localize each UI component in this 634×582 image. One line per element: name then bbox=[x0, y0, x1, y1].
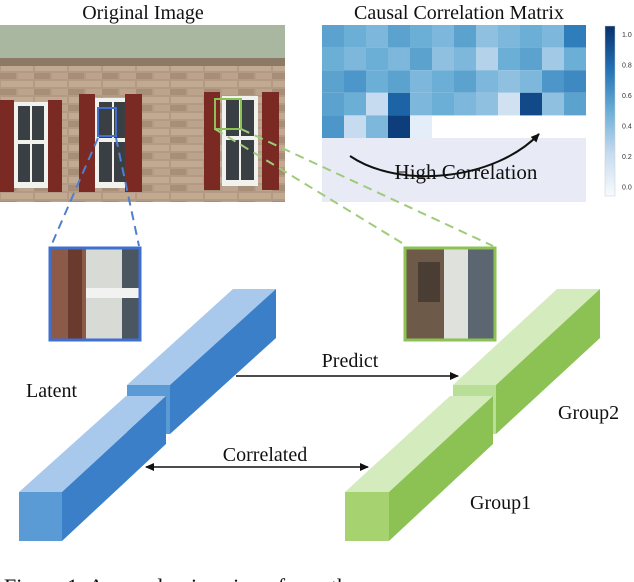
blue-patch bbox=[48, 246, 142, 342]
matrix-cell bbox=[432, 92, 454, 116]
matrix-cell bbox=[410, 25, 432, 48]
blue-dashed-left bbox=[50, 137, 99, 247]
matrix-cell bbox=[366, 47, 388, 71]
colorbar-tick-label: 1.0 bbox=[622, 32, 632, 39]
matrix-cell bbox=[344, 70, 366, 93]
matrix-cell bbox=[432, 70, 454, 93]
correlation-matrix bbox=[322, 25, 586, 138]
matrix-cell bbox=[498, 25, 520, 48]
original-image-title: Original Image bbox=[82, 2, 204, 24]
group2-label: Group2 bbox=[558, 402, 619, 424]
matrix-cell bbox=[388, 70, 410, 93]
matrix-cell bbox=[454, 70, 476, 93]
matrix-cell bbox=[344, 47, 366, 71]
green-bar-lower bbox=[345, 396, 493, 541]
matrix-cell bbox=[564, 47, 586, 71]
matrix-cell bbox=[498, 70, 520, 93]
matrix-cell bbox=[454, 25, 476, 48]
green-patch bbox=[403, 246, 497, 342]
colorbar-tick-label: 0.0 bbox=[622, 185, 632, 192]
high-correlation-arrow bbox=[349, 133, 540, 178]
matrix-cell bbox=[476, 70, 498, 93]
matrix-cell bbox=[410, 70, 432, 93]
matrix-cell bbox=[388, 25, 410, 48]
matrix-cell bbox=[388, 47, 410, 71]
matrix-cell bbox=[476, 47, 498, 71]
matrix-cell bbox=[366, 115, 388, 138]
matrix-cell bbox=[520, 47, 542, 71]
matrix-cell bbox=[366, 92, 388, 116]
colorbar-tick-label: 0.4 bbox=[622, 124, 632, 131]
correlated-label: Correlated bbox=[223, 444, 307, 466]
matrix-cell bbox=[564, 70, 586, 93]
matrix-cell bbox=[476, 25, 498, 48]
original-image bbox=[0, 25, 285, 202]
predict-label: Predict bbox=[322, 350, 379, 372]
matrix-cell bbox=[344, 92, 366, 116]
colorbar-tick-label: 0.2 bbox=[622, 154, 632, 161]
matrix-cell bbox=[410, 47, 432, 71]
green-dashed-right bbox=[240, 128, 494, 247]
matrix-cell bbox=[366, 70, 388, 93]
matrix-cell bbox=[388, 92, 410, 116]
matrix-cell bbox=[322, 92, 344, 116]
matrix-cell bbox=[520, 70, 542, 93]
matrix-cell bbox=[498, 92, 520, 116]
blue-bar-lower bbox=[19, 396, 166, 541]
figure-caption: Figure 1: A causal ... is ... in ... for… bbox=[4, 574, 358, 582]
matrix-cell bbox=[542, 47, 564, 71]
matrix-cell bbox=[476, 92, 498, 116]
matrix-cell bbox=[520, 25, 542, 48]
latent-label: Latent bbox=[26, 380, 78, 402]
matrix-cell bbox=[564, 92, 586, 116]
matrix-cell bbox=[322, 25, 344, 48]
matrix-cell bbox=[322, 47, 344, 71]
matrix-cell bbox=[344, 115, 366, 138]
green-dashed-left bbox=[214, 128, 408, 247]
matrix-cell bbox=[454, 92, 476, 116]
matrix-cell bbox=[454, 47, 476, 71]
matrix-cell bbox=[410, 92, 432, 116]
blue-highlight-box bbox=[97, 107, 117, 137]
matrix-cell bbox=[542, 70, 564, 93]
matrix-cell bbox=[542, 25, 564, 48]
matrix-cell bbox=[344, 25, 366, 48]
colorbar: 1.0 0.8 0.6 0.4 0.2 0.0 bbox=[604, 25, 632, 197]
blue-dashed-right bbox=[115, 137, 140, 247]
colorbar-tick-label: 0.8 bbox=[622, 63, 632, 70]
green-highlight-box bbox=[214, 98, 242, 130]
matrix-cell bbox=[432, 47, 454, 71]
matrix-cell bbox=[322, 115, 344, 138]
matrix-cell bbox=[366, 25, 388, 48]
matrix-cell bbox=[498, 47, 520, 71]
group1-label: Group1 bbox=[470, 492, 531, 514]
colorbar-tick-label: 0.6 bbox=[622, 93, 632, 100]
matrix-cell bbox=[564, 25, 586, 48]
matrix-cell bbox=[388, 115, 410, 138]
matrix-cell bbox=[520, 92, 542, 116]
causal-matrix-title: Causal Correlation Matrix bbox=[354, 2, 564, 24]
matrix-cell bbox=[432, 25, 454, 48]
matrix-cell bbox=[410, 115, 432, 138]
matrix-cell bbox=[542, 92, 564, 116]
matrix-cell bbox=[322, 70, 344, 93]
